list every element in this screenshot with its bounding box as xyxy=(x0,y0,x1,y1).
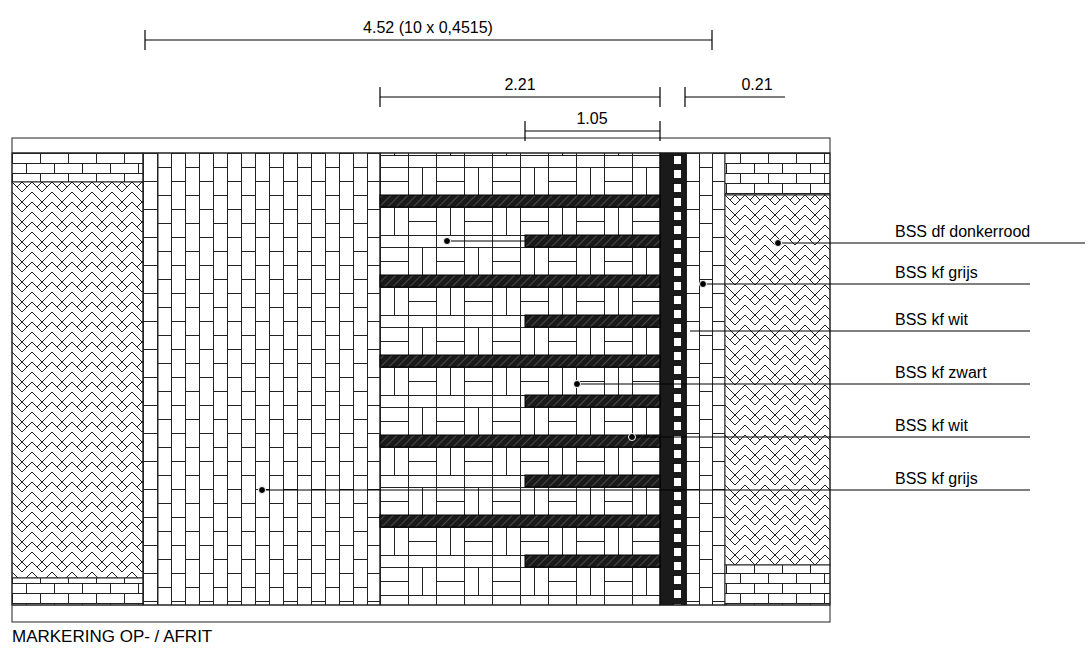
kerb-line xyxy=(12,153,830,154)
long-bar xyxy=(380,355,660,367)
short-bar xyxy=(525,395,660,407)
long-bar xyxy=(380,515,660,527)
dimension-text: 0.21 xyxy=(741,76,772,94)
stretcher-bond xyxy=(725,153,830,195)
dimension-text: 4.52 (10 x 0,4515) xyxy=(363,19,493,37)
dark-edge-column xyxy=(660,153,686,605)
dimension-lines xyxy=(145,30,785,141)
stack-bond-strip xyxy=(686,153,725,605)
leader-dot xyxy=(700,281,707,288)
drawing-caption: MARKERING OP- / AFRIT xyxy=(12,627,212,647)
leader-line xyxy=(632,436,1030,437)
leader-dot xyxy=(629,434,636,441)
herringbone-field xyxy=(12,182,143,578)
stack-bond-field xyxy=(143,153,380,605)
leader-line xyxy=(447,240,525,241)
long-bar xyxy=(380,275,660,287)
material-label: BSS kf wit xyxy=(895,417,968,435)
leader-line xyxy=(703,283,1030,284)
short-bar xyxy=(525,315,660,327)
basketweave-field xyxy=(380,153,660,605)
leader-line xyxy=(262,489,1030,490)
leader-line xyxy=(690,330,1030,331)
leader-dot xyxy=(444,238,451,245)
material-label: BSS kf grijs xyxy=(895,470,978,488)
dimension-text: 2.21 xyxy=(504,76,535,94)
marking-bars xyxy=(380,195,660,567)
outer-frame xyxy=(12,138,830,622)
material-label: BSS df donkerrood xyxy=(895,223,1030,241)
material-label: BSS kf grijs xyxy=(895,264,978,282)
leader-lines xyxy=(262,241,1085,490)
kerb-line xyxy=(12,605,830,606)
long-bar xyxy=(380,195,660,207)
long-bar xyxy=(380,435,660,447)
stretcher-bond xyxy=(725,565,830,605)
frame xyxy=(12,138,830,622)
joint-line xyxy=(158,153,159,605)
leader-line xyxy=(577,383,1030,384)
short-bar xyxy=(525,235,660,247)
herringbone-field xyxy=(725,195,830,565)
leader-dot xyxy=(259,487,266,494)
leader-line xyxy=(778,242,1085,243)
stretcher-bond xyxy=(12,153,143,182)
stretcher-bond xyxy=(12,578,143,605)
leader-dots xyxy=(259,238,782,494)
leader-dot xyxy=(574,381,581,388)
short-bar xyxy=(525,475,660,487)
dimension-text: 1.05 xyxy=(576,110,607,128)
leader-dot xyxy=(775,240,782,247)
material-label: BSS kf wit xyxy=(895,311,968,329)
short-bar xyxy=(525,555,660,567)
material-label: BSS kf zwart xyxy=(895,364,987,382)
paving-fields xyxy=(12,153,830,605)
